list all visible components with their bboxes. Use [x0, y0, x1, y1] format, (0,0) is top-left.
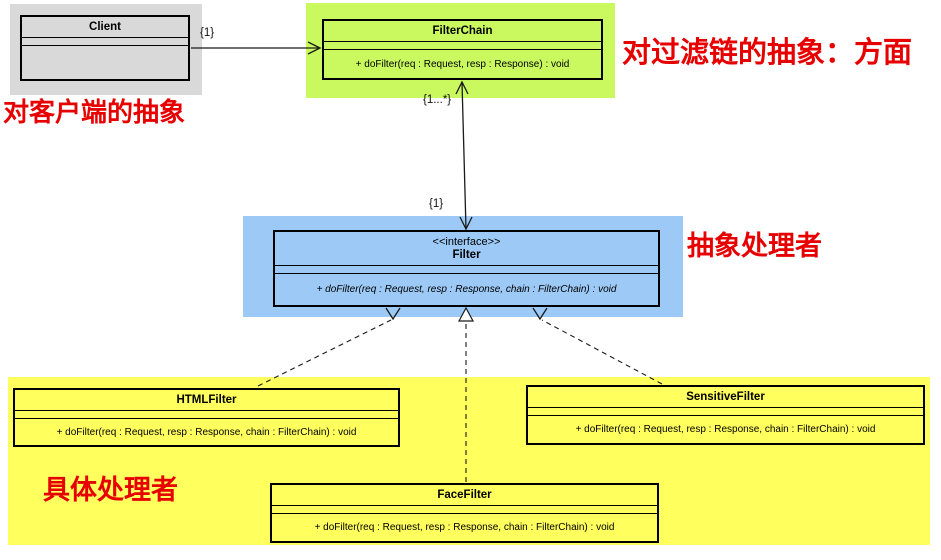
annotation-client: 对客户端的抽象 [3, 98, 186, 128]
class-name: SensitiveFilter [686, 391, 765, 403]
class-name: FaceFilter [437, 489, 492, 501]
operations-compartment: + doFilter(req : Request, resp : Respons… [275, 274, 658, 305]
attributes-compartment [272, 505, 657, 514]
method-label: + doFilter(req : Request, resp : Respons… [56, 426, 357, 438]
class-client: Client [20, 15, 190, 81]
method-label: + doFilter(req : Request, resp : Respons… [355, 58, 570, 70]
filter-highlight-band [243, 216, 683, 317]
operations-compartment: + doFilter(req : Request, resp : Respons… [15, 419, 398, 445]
class-name: FilterChain [432, 25, 493, 37]
interface-name-label: Filter [452, 249, 481, 261]
class-filter-interface: <<interface>> Filter + doFilter(req : Re… [273, 230, 660, 307]
attributes-compartment [324, 41, 601, 50]
method-label: + doFilter(req : Request, resp : Respons… [314, 522, 615, 533]
operations-compartment: + doFilter(req : Request, resp : Respons… [272, 514, 657, 541]
operations-compartment [22, 46, 188, 79]
class-facefilter: FaceFilter + doFilter(req : Request, res… [270, 483, 659, 543]
method-label: + doFilter(req : Request, resp : Respons… [316, 284, 617, 295]
annotation-abstract-handler: 抽象处理者 [687, 231, 822, 262]
realization-line [541, 319, 663, 385]
stereotype-label: <<interface>> [432, 236, 501, 248]
multiplicity-chain-end: {1...*} [423, 94, 452, 106]
class-filterchain: FilterChain + doFilter(req : Request, re… [322, 19, 603, 80]
attributes-compartment [528, 407, 923, 416]
attributes-compartment [15, 410, 398, 419]
attributes-compartment [22, 37, 188, 46]
multiplicity-filter-end: {1} [429, 198, 444, 210]
operations-compartment: + doFilter(req : Request, resp : Respons… [528, 416, 923, 443]
multiplicity-client-chain: {1} [200, 27, 215, 39]
htmlfilter-realization [257, 307, 401, 387]
annotation-concrete-handler: 具体处理者 [43, 475, 178, 506]
annotation-filterchain: 对过滤链的抽象：方面 [622, 35, 913, 69]
filterchain-filter-association [455, 80, 473, 231]
class-htmlfilter: HTMLFilter + doFilter(req : Request, res… [13, 388, 400, 447]
method-label: + doFilter(req : Request, resp : Respons… [575, 424, 876, 435]
client-filterchain-association [191, 41, 322, 55]
sensitivefilter-realization [532, 307, 663, 385]
operations-compartment: + doFilter(req : Request, resp : Respons… [324, 50, 601, 78]
attributes-compartment [275, 265, 658, 274]
class-name: Client [89, 21, 121, 33]
concrete-filters-highlight-band [8, 377, 930, 545]
class-name: <<interface>> Filter [275, 232, 658, 265]
class-sensitivefilter: SensitiveFilter + doFilter(req : Request… [526, 385, 925, 445]
class-name: HTMLFilter [176, 394, 237, 406]
association-line [461, 81, 467, 230]
